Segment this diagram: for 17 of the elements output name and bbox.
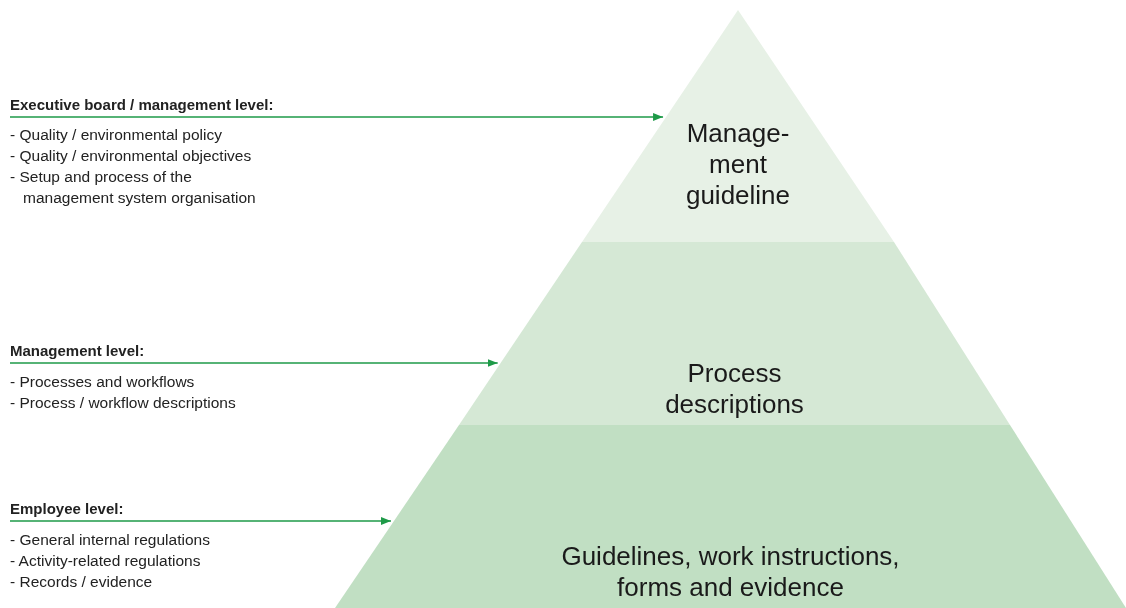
arrow [9, 517, 392, 525]
arrow [9, 359, 499, 367]
list-item: - Quality / environmental policy [10, 125, 223, 145]
list-item: - General internal regulations [10, 530, 211, 550]
tier-label: Guidelines, work instructions, forms and evidence [560, 541, 901, 603]
level-heading: Employee level: [10, 500, 124, 521]
level-heading: Executive board / management level: [10, 96, 274, 117]
list-item: - Activity-related regulations [10, 551, 202, 571]
list-item: - Quality / environmental objectives [10, 146, 253, 166]
tier-label: Process descriptions [664, 358, 805, 420]
list-item: - Process / workflow descriptions [10, 393, 237, 413]
tier-label: Manage- ment guideline [684, 118, 792, 211]
level-heading: Management level: [10, 342, 145, 363]
list-item: - Records / evidence [10, 572, 154, 592]
arrow [9, 113, 664, 121]
list-item: - Processes and workflows [10, 372, 196, 392]
list-item: - Setup and process of the management system organisation [10, 167, 257, 208]
